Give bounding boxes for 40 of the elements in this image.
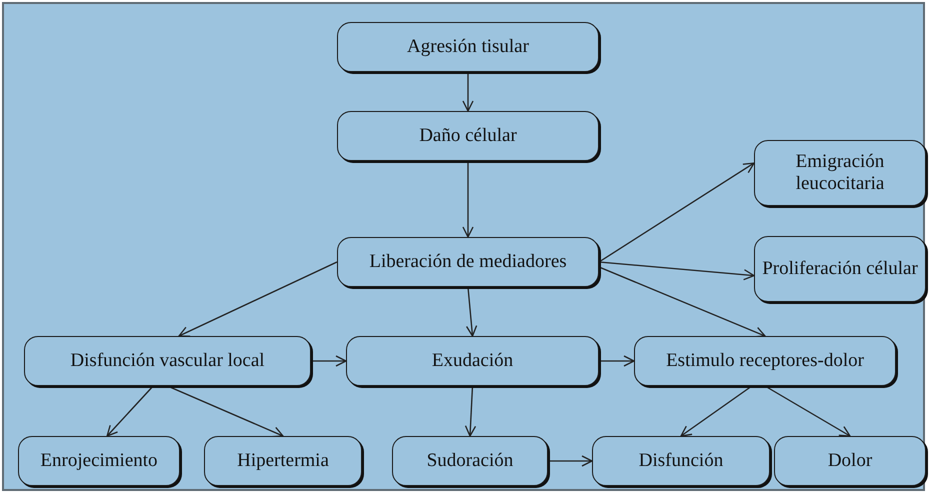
process-box (204, 436, 362, 486)
arrow (598, 162, 755, 263)
arrow (764, 385, 851, 437)
arrow (598, 266, 766, 338)
node-label: Estimulo receptores-dolor (666, 350, 864, 372)
node-label: Daño célular (419, 125, 517, 147)
process-box (634, 336, 896, 386)
process-box (754, 140, 926, 206)
process-box (774, 436, 926, 486)
node-label: Dolor (828, 450, 872, 472)
arrow (462, 72, 474, 112)
process-box (392, 436, 548, 486)
arrow (178, 261, 338, 337)
arrow (599, 355, 635, 367)
node-label: Proliferación célular (762, 258, 918, 280)
process-box (337, 237, 599, 287)
process-box (592, 436, 770, 486)
arrow (548, 455, 593, 467)
node-label: Agresión tisular (407, 36, 529, 58)
arrow (466, 286, 478, 337)
arrow (311, 355, 347, 367)
arrow (106, 386, 154, 437)
process-box (337, 22, 599, 72)
node-label: Disfunción vascular local (70, 350, 265, 372)
arrow (680, 385, 752, 437)
process-box (754, 236, 926, 302)
process-box (337, 111, 599, 161)
node-label: Hipertermia (237, 450, 329, 472)
node-label: Sudoración (426, 450, 514, 472)
process-box (24, 336, 311, 386)
process-box (18, 436, 180, 486)
node-label: Disfunción (638, 450, 724, 472)
node-label: Exudación (432, 350, 514, 372)
process-box (346, 336, 599, 386)
arrow (464, 386, 476, 437)
node-label: Emigración leucocitaria (794, 151, 886, 195)
arrow (462, 161, 474, 238)
node-label: Liberación de mediadores (369, 251, 567, 273)
node-label: Enrojecimiento (40, 450, 158, 472)
arrow (598, 261, 755, 280)
